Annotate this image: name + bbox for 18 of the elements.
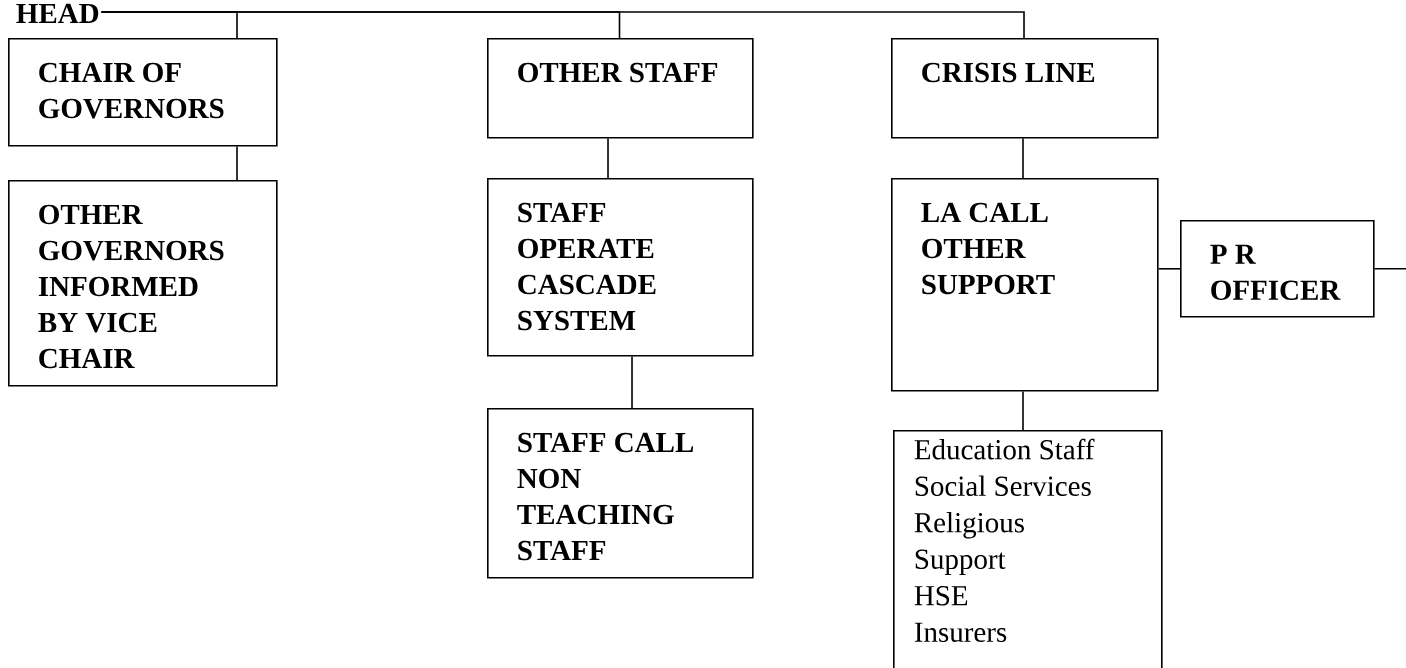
connector-line [236, 145, 238, 181]
org-box: P R OFFICER [1180, 220, 1375, 318]
org-box: CRISIS LINE [891, 38, 1159, 139]
connector-line [100, 11, 1025, 39]
list-box: Education Staff Social Services Religious Support HSE Insurers [893, 430, 1163, 668]
org-box: STAFF CALL NON TEACHING STAFF [487, 408, 754, 579]
connector-line [1022, 390, 1024, 431]
connector-line [607, 137, 609, 179]
heading-label: HEAD [16, 3, 99, 23]
org-box: STAFF OPERATE CASCADE SYSTEM [487, 178, 754, 357]
org-box: CHAIR OF GOVERNORS [8, 38, 278, 147]
connector-line [1373, 268, 1406, 270]
org-box: OTHER STAFF [487, 38, 754, 139]
org-box: LA CALL OTHER SUPPORT [891, 178, 1159, 392]
org-box: OTHER GOVERNORS INFORMED BY VICE CHAIR [8, 180, 278, 387]
connector-line [1022, 137, 1024, 179]
connector-line [631, 355, 633, 409]
connector-line [1157, 268, 1181, 270]
